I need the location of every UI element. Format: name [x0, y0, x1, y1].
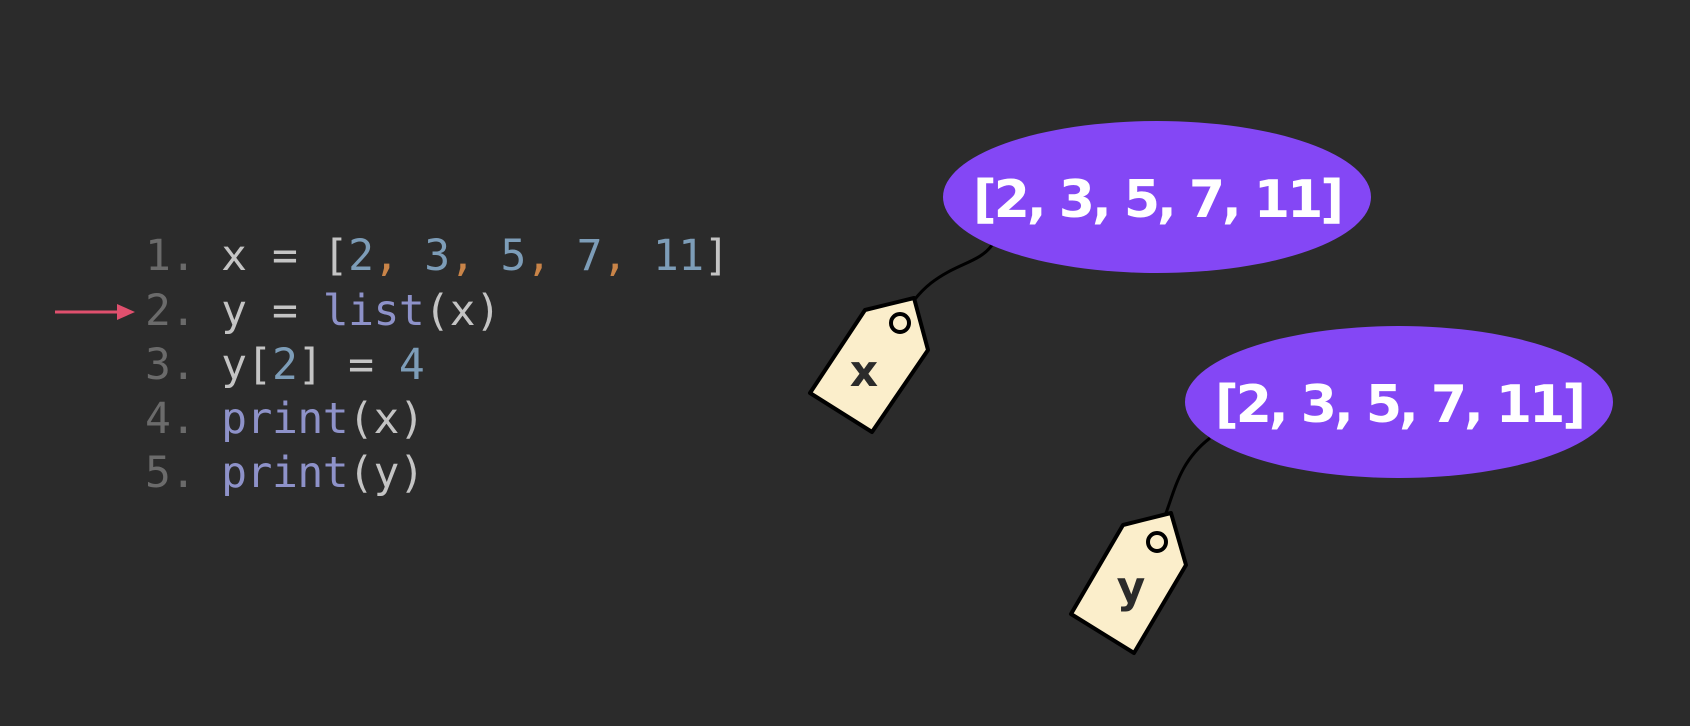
line-number: 1. — [145, 231, 196, 281]
code-token: 11 — [652, 231, 704, 281]
code-token: , — [602, 231, 628, 281]
code-token: , — [449, 231, 476, 281]
code-line-1: 1. x = [2, 3, 5, 7, 11] — [145, 229, 729, 283]
code-line-4: 4. print(x) — [145, 392, 425, 446]
tag-y: y — [1069, 511, 1188, 655]
code-token: print — [221, 394, 349, 444]
code-token: 4 — [398, 340, 425, 390]
line-number: 4. — [145, 394, 196, 444]
code-token: y = — [195, 286, 323, 336]
code-token: 2 — [348, 231, 374, 281]
code-token: 2 — [271, 340, 298, 390]
current-line-arrow-icon — [55, 304, 135, 320]
line-number: 2. — [145, 286, 196, 336]
code-token: ] — [703, 231, 730, 281]
list-object-1-text: [2, 3, 5, 7, 11] — [973, 170, 1341, 230]
code-token: , — [525, 231, 552, 281]
list-object-2-text: [2, 3, 5, 7, 11] — [1215, 375, 1583, 435]
code-token: x = [ — [195, 231, 349, 281]
code-line-5: 5. print(y) — [145, 446, 425, 500]
code-token: 5 — [500, 231, 526, 281]
code-token: (x) — [424, 286, 501, 336]
list-object-1: [2, 3, 5, 7, 11] — [943, 121, 1371, 273]
code-token: ] = — [297, 340, 399, 390]
code-line-3: 3. y[2] = 4 — [145, 338, 425, 392]
tag-y-label: y — [1117, 562, 1146, 613]
code-token: (y) — [348, 448, 425, 498]
list-object-2: [2, 3, 5, 7, 11] — [1185, 326, 1613, 478]
tag-y-hole-icon — [1146, 531, 1168, 553]
tag-x: x — [808, 296, 930, 434]
tag-x-hole-icon — [889, 312, 911, 334]
code-token: print — [221, 448, 349, 498]
code-token: list — [322, 286, 425, 336]
code-token: 3 — [424, 231, 450, 281]
line-number: 3. — [145, 340, 196, 390]
code-line-2: 2. y = list(x) — [145, 284, 501, 338]
code-token: y[ — [195, 340, 272, 390]
tag-x-label: x — [850, 346, 878, 397]
line-number: 5. — [145, 448, 196, 498]
code-token: 7 — [576, 231, 603, 281]
code-token: (x) — [348, 394, 425, 444]
code-token: , — [373, 231, 400, 281]
